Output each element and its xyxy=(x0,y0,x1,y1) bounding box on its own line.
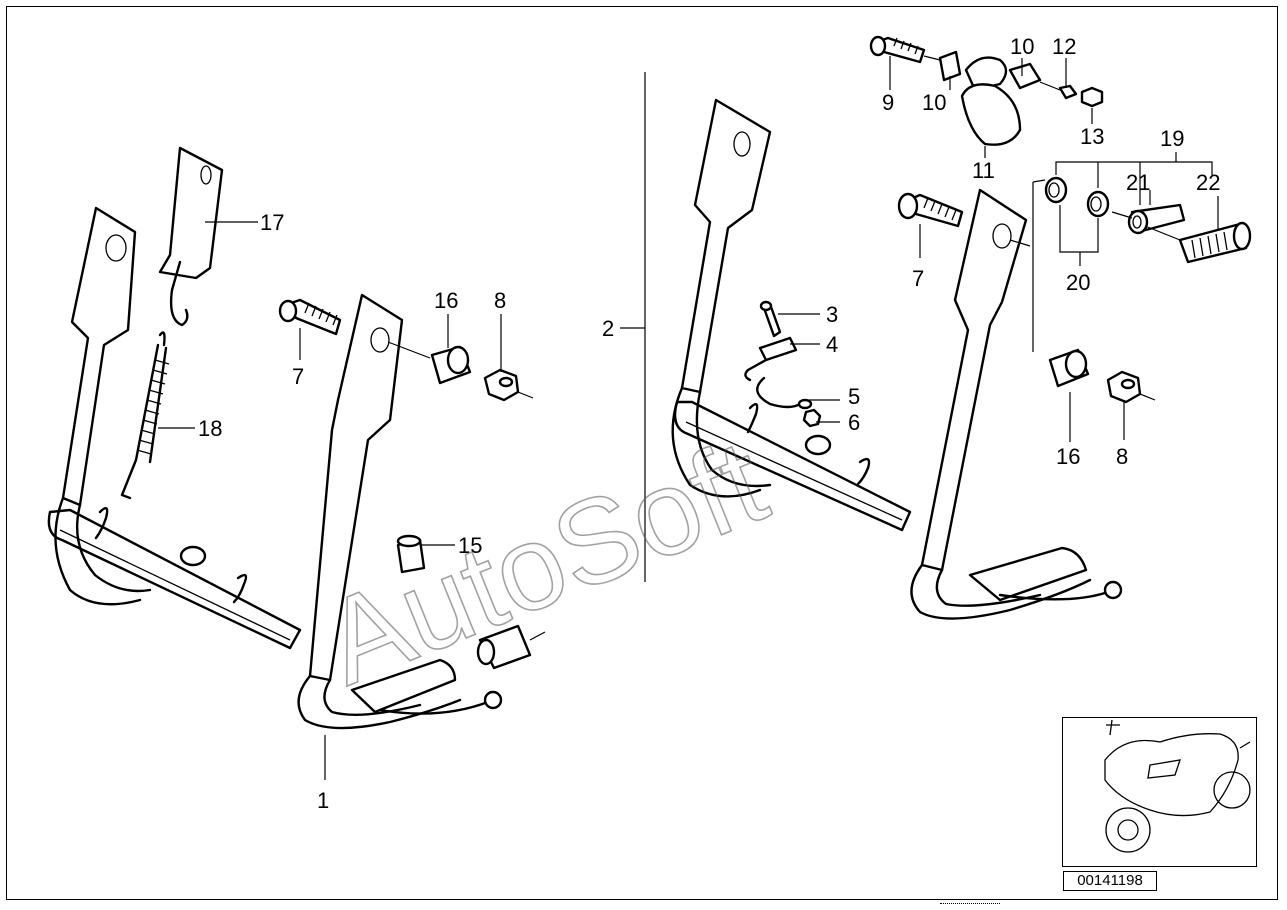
left-stand-assembly xyxy=(47,146,546,730)
washer-12 xyxy=(1058,84,1078,100)
callout-1: 1 xyxy=(317,788,329,813)
callout-3: 3 xyxy=(826,302,838,327)
nut-13 xyxy=(1080,86,1104,108)
callout-16-left: 16 xyxy=(434,288,458,313)
clamp-11 xyxy=(964,56,1008,92)
right-stand-crossbar xyxy=(673,400,912,532)
right-stand-leg-left xyxy=(680,98,772,394)
callout-4: 4 xyxy=(826,332,838,357)
left-stand-foot-right xyxy=(297,674,462,730)
callout-13: 13 xyxy=(1080,124,1104,149)
diagram-frame xyxy=(6,6,1278,900)
callout-6: 6 xyxy=(848,410,860,435)
bracket-10a xyxy=(938,50,962,82)
right-stand-leg-right xyxy=(920,188,1028,572)
left-stand-crossbar xyxy=(47,508,302,650)
washer-5 xyxy=(797,398,813,410)
callout-8-left: 8 xyxy=(494,288,506,313)
callout-10-bottom: 10 xyxy=(922,90,946,115)
callout-12: 12 xyxy=(1052,34,1076,59)
callout-21: 21 xyxy=(1126,170,1150,195)
bracket-17 xyxy=(158,146,224,280)
document-number: 00141198 xyxy=(1063,871,1157,891)
right-stand-assembly xyxy=(671,35,1252,620)
leader-lines xyxy=(158,56,1219,780)
callout-19: 19 xyxy=(1160,126,1184,151)
watermark: AutoSoft xyxy=(306,414,783,711)
left-stand-leg-left xyxy=(61,206,137,507)
left-leg-hole xyxy=(105,234,127,262)
callout-2: 2 xyxy=(602,316,614,341)
callout-15: 15 xyxy=(458,533,482,558)
callout-10-top: 10 xyxy=(1010,34,1034,59)
callout-8-right: 8 xyxy=(1116,444,1128,469)
plate-4 xyxy=(758,336,798,362)
callout-7-right: 7 xyxy=(912,266,924,291)
callout-5: 5 xyxy=(848,384,860,409)
callout-7-left: 7 xyxy=(292,364,304,389)
callout-labels: 1 2 3 4 5 6 7 7 8 8 9 10 10 11 12 13 15 … xyxy=(198,34,1220,813)
bracket-10b xyxy=(1008,62,1042,90)
callout-20: 20 xyxy=(1066,270,1090,295)
vehicle-thumbnail-frame xyxy=(1062,717,1257,867)
spring-18 xyxy=(120,331,170,500)
callout-16-right: 16 xyxy=(1056,444,1080,469)
nut-6 xyxy=(802,408,822,428)
footer-dots xyxy=(940,903,1000,906)
callout-9: 9 xyxy=(882,90,894,115)
right-stand-lever xyxy=(968,546,1088,602)
left-stand-lever xyxy=(350,658,457,714)
motorcycle-thumbnail xyxy=(1104,719,1251,853)
callout-17: 17 xyxy=(260,210,284,235)
callout-18: 18 xyxy=(198,416,222,441)
left-stand-foot-left xyxy=(54,496,142,606)
callout-11: 11 xyxy=(972,158,995,183)
callout-22: 22 xyxy=(1196,170,1220,195)
